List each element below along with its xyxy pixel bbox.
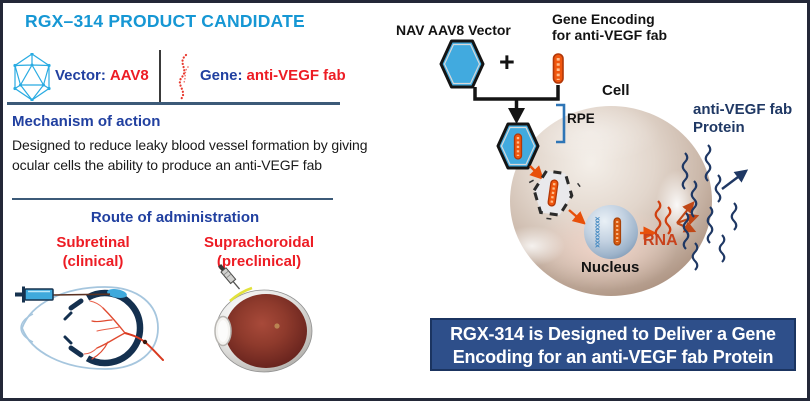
nav-aav8-vector-label: NAV AAV8 Vector	[396, 22, 511, 38]
vector-label: Vector:	[55, 67, 106, 84]
rpe-label: RPE	[567, 111, 595, 126]
page-title: RGX–314 PRODUCT CANDIDATE	[25, 11, 305, 31]
nucleus-sphere: xxxxxxxxx	[584, 205, 638, 259]
subretinal-bleb	[107, 289, 127, 298]
capsid-disassembled-icon	[528, 169, 581, 220]
route-heading: Route of administration	[90, 209, 260, 226]
cell-sphere	[499, 103, 712, 296]
mechanism-heading: Mechanism of action	[12, 113, 161, 130]
suprachoroidal-space-highlight	[229, 286, 253, 302]
secretion-arrow	[721, 169, 749, 190]
summary-banner: RGX-314 is Designed to Deliver a Gene En…	[430, 318, 796, 371]
choroid	[225, 294, 307, 368]
nucleus-label: Nucleus	[581, 259, 640, 276]
rna-label: RNA	[643, 232, 678, 249]
route-name: Subretinal	[56, 234, 130, 251]
cell-label: Cell	[602, 82, 630, 99]
down-arrowhead	[508, 108, 525, 124]
gene-helix-icon	[178, 53, 189, 101]
merge-bracket	[473, 85, 560, 124]
vector-value: AAV8	[109, 67, 149, 84]
syringe-icon	[15, 286, 111, 303]
rpe-bracket	[556, 103, 566, 144]
route-name: Suprachoroidal	[203, 234, 315, 251]
gene-value: anti-VEGF fab	[246, 67, 346, 84]
syringe-icon	[218, 264, 241, 290]
route-subretinal: Subretinal (clinical)	[23, 233, 163, 271]
route-suprachoroidal: Suprachoroidal (preclinical)	[180, 233, 338, 271]
suprachoroidal-eye-illustration	[214, 264, 313, 373]
section-divider	[12, 198, 333, 200]
loaded-vector-hexagon-icon	[496, 122, 540, 170]
gene-label: Gene:	[200, 67, 243, 84]
to-nucleus-arrow	[568, 209, 586, 225]
gene-capsule-icon	[552, 53, 564, 84]
gene-in-nucleus	[613, 217, 622, 246]
banner-line-1: RGX-314 is Designed to Deliver a Gene	[450, 324, 776, 344]
gene-delivery-diagram: xxxxxxxxx	[439, 39, 749, 296]
icosahedron-vector-icon	[13, 53, 51, 101]
gene-encoding-label: Gene Encoding for anti-VEGF fab	[552, 11, 668, 43]
gene-spec: Gene:anti-VEGF fab	[200, 67, 346, 84]
vertical-divider	[159, 50, 161, 103]
route-stage: (clinical)	[62, 253, 124, 270]
entry-arrow	[529, 165, 544, 180]
aav8-hexagon-icon	[439, 39, 485, 89]
plus-sign: +	[499, 47, 515, 77]
subretinal-eye-illustration	[15, 286, 164, 370]
section-divider	[7, 102, 340, 105]
protein-label: anti-VEGF fab Protein	[693, 101, 793, 136]
mechanism-body: Designed to reduce leaky blood vessel fo…	[12, 137, 368, 173]
banner-line-2: Encoding for an anti-VEGF fab Protein	[452, 347, 774, 367]
dna-helix: xxxxxxxxx	[594, 217, 601, 248]
route-stage: (preclinical)	[216, 253, 302, 270]
vector-spec: Vector:AAV8	[55, 67, 149, 84]
